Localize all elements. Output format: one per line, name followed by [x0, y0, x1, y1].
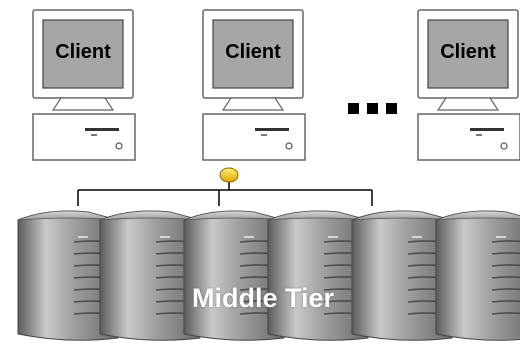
- middle-tier-label: Middle Tier: [191, 283, 335, 313]
- client-label-3: Client: [440, 41, 496, 63]
- connector-node-icon: [219, 167, 239, 183]
- client-computer-2: Client: [202, 9, 306, 161]
- client-computer-3: Client: [417, 9, 520, 161]
- client-label-2: Client: [225, 41, 281, 63]
- client-computer-1: Client: [32, 9, 136, 161]
- client-label-1: Client: [55, 41, 111, 63]
- connector-bus: [77, 182, 373, 206]
- ellipsis-dots: [348, 103, 397, 114]
- server-icon: [435, 210, 520, 342]
- middle-tier-servers: [17, 210, 520, 342]
